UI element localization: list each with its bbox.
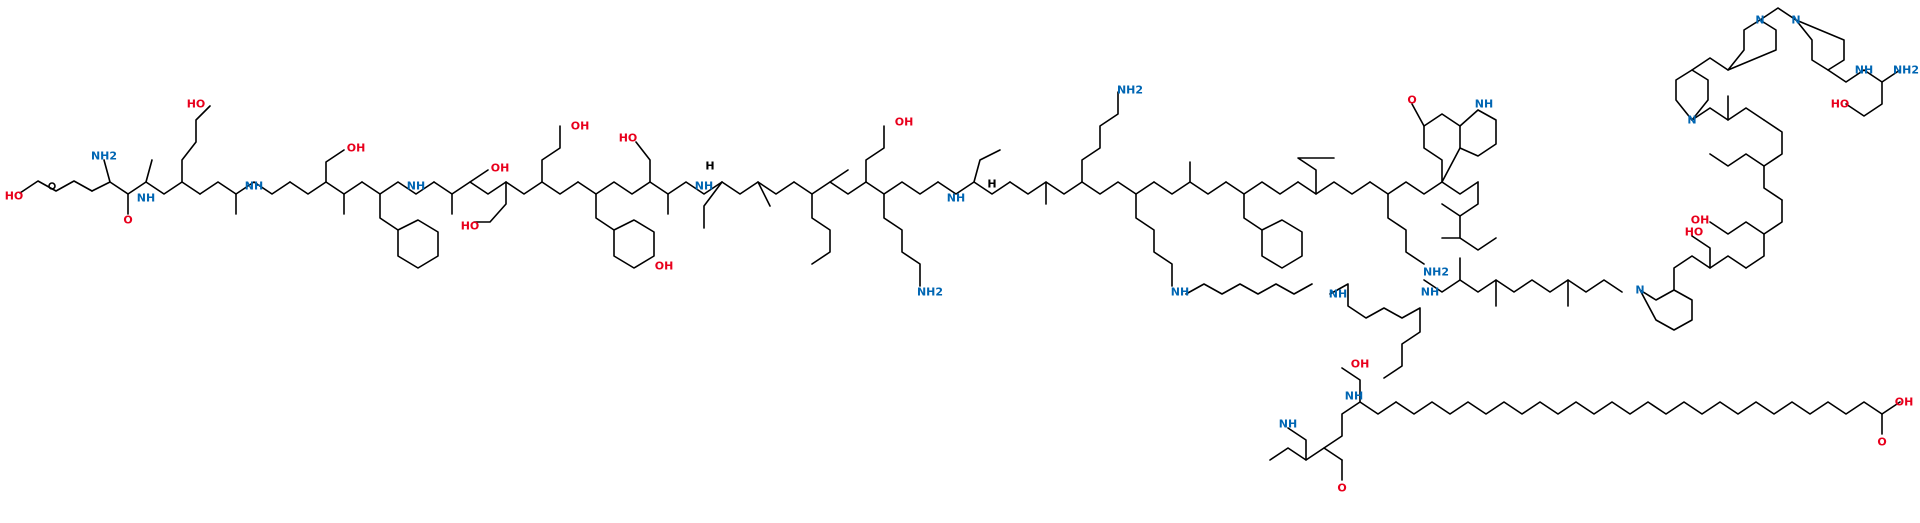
atom-label-amide-n: NH	[407, 180, 425, 193]
atom-label-amine: NH2	[1117, 84, 1143, 97]
bond-skeleton	[19, 7, 1901, 481]
atom-label-hydroxyl: OH	[347, 142, 366, 155]
atom-label-carbonyl-o: O	[1337, 482, 1346, 495]
atom-label-amine: NH2	[1893, 64, 1919, 77]
atom-label-proline-n: N	[1635, 284, 1644, 297]
atom-label-amide-n: NH	[1855, 64, 1873, 77]
atom-label-stereo-h: H	[705, 160, 714, 173]
atom-label-hydroxyl: OH	[655, 260, 674, 273]
atom-label-amide-n: NH	[137, 192, 155, 205]
atom-label-acid-oh: OH	[1351, 358, 1370, 371]
atom-label-amide-n: NH	[245, 180, 263, 193]
atom-label-stereo-h: H	[987, 178, 996, 191]
atom-label-proline-n: N	[1791, 14, 1800, 27]
atom-label-amine: NH2	[1423, 266, 1449, 279]
atom-label-amine: NH2	[917, 286, 943, 299]
atom-label-acid-oh: OH	[895, 116, 914, 129]
atom-labels: HO NH2 NH O HO NH OH NH OH HO OH OH HO N…	[5, 14, 1919, 495]
atom-label-amide-n: NH	[1421, 286, 1439, 299]
atom-label-hydroxyl: OH	[1691, 214, 1710, 227]
atom-label-amide-n: NH	[695, 180, 713, 193]
atom-label-amide-n: NH	[1279, 418, 1297, 431]
atom-label-hydroxyl: HO	[619, 132, 638, 145]
atom-label-proline-n: N	[1755, 14, 1764, 27]
atom-label-ketone-o: O	[1407, 94, 1416, 107]
atom-label-hydroxyl: HO	[5, 190, 24, 203]
atom-label-amide-n: NH	[1345, 390, 1363, 403]
atom-label-proline-n: N	[1687, 114, 1696, 127]
atom-label-acid-oh: OH	[571, 120, 590, 133]
atom-label-hydroxyl: HO	[1831, 98, 1850, 111]
atom-label-amide-n: NH	[1329, 288, 1347, 301]
atom-label-terminal-acid: OH	[1895, 396, 1914, 409]
atom-label-hydroxyl: HO	[1685, 226, 1704, 239]
atom-label-acid-oh: HO	[187, 98, 206, 111]
atom-label-amide-n: NH	[1171, 286, 1189, 299]
atom-label-hydroxyl: HO	[461, 220, 480, 233]
atom-label-amide-n: NH	[947, 192, 965, 205]
atom-label-hydroxyl: OH	[491, 162, 510, 175]
atom-label-amine: NH2	[91, 150, 117, 163]
atom-label-carbonyl-o: O	[123, 214, 132, 227]
atom-label-carbonyl-o: O	[1877, 436, 1886, 449]
atom-label-indole-nh: NH	[1475, 98, 1493, 111]
